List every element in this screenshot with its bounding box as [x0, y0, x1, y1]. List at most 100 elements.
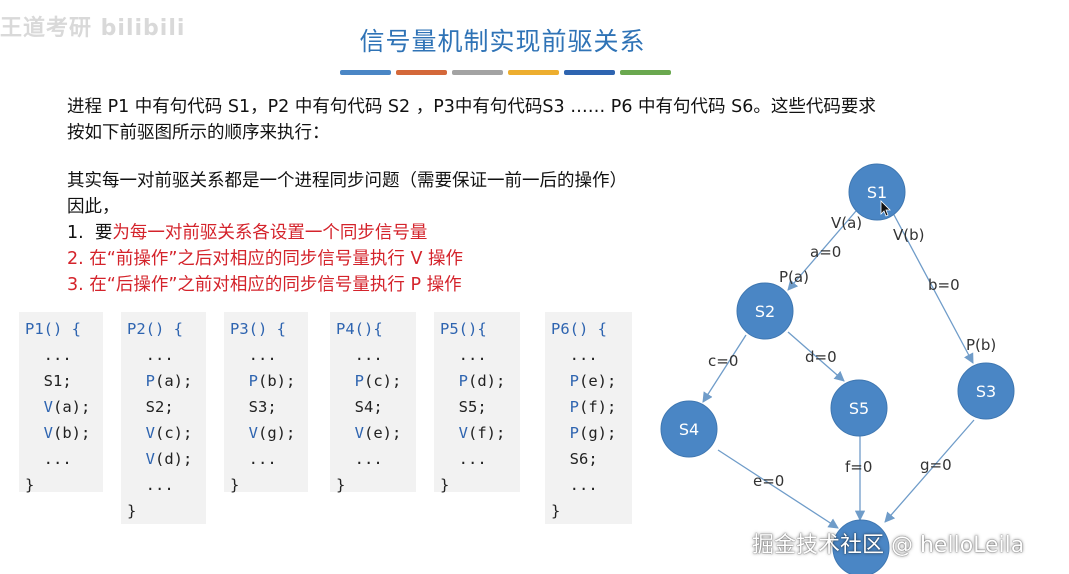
- node-s4-circle: [660, 400, 718, 458]
- code-line: ...: [551, 346, 598, 364]
- edge-s2-s5: [787, 331, 845, 382]
- edge-s1-s2: [787, 210, 857, 291]
- explain-line-2: 因此，: [67, 197, 120, 217]
- code-line: }: [551, 502, 561, 520]
- edge-labels: V(a) V(b) a=0 P(a) b=0 P(b) c=0 d=0 e=0 …: [708, 214, 996, 490]
- code-header: P6() {: [551, 320, 607, 338]
- code-line: V(b);: [43, 424, 91, 442]
- explain-item-3: 3. 在“后操作”之前对相应的同步信号量执行 P 操作: [67, 275, 462, 295]
- mouse-cursor-icon: [880, 200, 891, 217]
- code-line: P(f);: [569, 398, 617, 416]
- intro-paragraph: 进程 P1 中有句代码 S1，P2 中有句代码 S2 ，P3中有句代码S3 ………: [67, 94, 876, 146]
- intro-line-1: 进程 P1 中有句代码 S1，P2 中有句代码 S2 ，P3中有句代码S3 ………: [67, 97, 876, 117]
- code-line: ...: [440, 346, 487, 364]
- label-e0: e=0: [753, 472, 784, 490]
- code-line: ...: [551, 476, 598, 494]
- node-s2-label: S2: [755, 302, 775, 321]
- code-line: P(g);: [569, 424, 617, 442]
- code-line: ...: [127, 346, 174, 364]
- edge-s3-s6: [884, 419, 975, 523]
- code-line: V(a);: [43, 398, 91, 416]
- bilibili-watermark: 王道考研 bilibili: [0, 16, 186, 41]
- explain-paragraph: 其实每一对前驱关系都是一个进程同步问题（需要保证一前一后的操作） 因此， 1. …: [67, 168, 627, 298]
- code-line: P(d);: [458, 372, 506, 390]
- graph-edges: [702, 210, 975, 529]
- code-line: ...: [336, 346, 383, 364]
- item-1-number: 1.: [67, 223, 84, 243]
- label-g0: g=0: [920, 456, 952, 474]
- node-s2-circle: [736, 282, 794, 340]
- code-header: P5(){: [440, 320, 487, 338]
- code-line: V(d);: [145, 450, 193, 468]
- code-block-p1: P1() { ... S1; V(a); V(b); ...}: [19, 312, 103, 494]
- intro-line-2: 按如下前驱图所示的顺序来执行：: [67, 123, 330, 143]
- code-line: }: [440, 476, 450, 494]
- code-line: V(c);: [145, 424, 193, 442]
- explain-item-2: 2. 在“前操作”之后对相应的同步信号量执行 V 操作: [67, 249, 463, 269]
- code-line: ...: [127, 476, 174, 494]
- code-line: V(e);: [354, 424, 402, 442]
- code-block-p5: P5(){ ... P(d); S5; V(f); ...}: [434, 312, 520, 494]
- code-line: }: [230, 476, 240, 494]
- code-line: }: [336, 476, 346, 494]
- slide-title: 信号量机制实现前驱关系: [359, 27, 646, 56]
- code-line: S4;: [336, 398, 383, 416]
- code-line: P(c);: [354, 372, 402, 390]
- node-s3-label: S3: [976, 382, 996, 401]
- code-line: V(f);: [458, 424, 506, 442]
- edge-s2-s4: [702, 334, 747, 403]
- code-line: ...: [440, 450, 487, 468]
- item-1-red: 为每一对前驱关系各设置一个同步信号量: [112, 223, 428, 243]
- edge-s4-s6: [717, 449, 839, 529]
- code-block-p4: P4(){ ... P(c); S4; V(e); ...}: [330, 312, 416, 494]
- node-s6-circle: [832, 519, 890, 574]
- code-line: P(e);: [569, 372, 617, 390]
- color-bar-5: [564, 70, 615, 75]
- code-line: S5;: [440, 398, 487, 416]
- code-line: }: [127, 502, 137, 520]
- label-f0: f=0: [845, 458, 872, 476]
- item-1-black: 要: [94, 223, 113, 243]
- code-line: S1;: [25, 372, 72, 390]
- code-line: S3;: [230, 398, 277, 416]
- code-header: P2() {: [127, 320, 183, 338]
- code-header: P1() {: [25, 320, 81, 338]
- explain-line-1: 其实每一对前驱关系都是一个进程同步问题（需要保证一前一后的操作）: [67, 171, 627, 191]
- label-d0: d=0: [805, 348, 837, 366]
- node-s3-circle: [957, 362, 1015, 420]
- code-line: V(g);: [248, 424, 296, 442]
- node-s4-label: S4: [679, 420, 699, 439]
- explain-item-1: 1. 要为每一对前驱关系各设置一个同步信号量: [67, 220, 627, 246]
- code-line: }: [25, 476, 35, 494]
- color-bar-6: [620, 70, 671, 75]
- label-pa: P(a): [779, 268, 809, 286]
- graph-nodes: S1 S2 S3 S4 S5: [660, 163, 1015, 574]
- code-line: ...: [336, 450, 383, 468]
- color-bar-2: [396, 70, 447, 75]
- code-line: S2;: [127, 398, 174, 416]
- code-block-p6: P6() { ... P(e); P(f); P(g); S6; ...}: [545, 312, 632, 524]
- node-s1-circle: [848, 163, 906, 221]
- node-s5-circle: [830, 379, 888, 437]
- code-line: P(a);: [145, 372, 193, 390]
- juejin-brand-watermark: 掘金技术社区 @ helloLeila: [752, 533, 1025, 558]
- code-line: ...: [230, 450, 277, 468]
- code-block-p3: P3() { ... P(b); S3; V(g); ...}: [224, 312, 308, 494]
- label-a0: a=0: [810, 243, 841, 261]
- code-line: ...: [230, 346, 277, 364]
- label-vb: V(b): [893, 226, 925, 244]
- label-b0: b=0: [928, 276, 960, 294]
- code-line: ...: [25, 346, 72, 364]
- color-bar-3: [452, 70, 503, 75]
- code-header: P4(){: [336, 320, 383, 338]
- code-line: S6;: [551, 450, 598, 468]
- label-pb: P(b): [966, 336, 996, 354]
- label-va: V(a): [831, 214, 862, 232]
- edge-s1-s3: [892, 212, 974, 364]
- code-header: P3() {: [230, 320, 286, 338]
- node-s1-label: S1: [867, 183, 887, 202]
- code-block-p2: P2() { ... P(a); S2; V(c); V(d); ...}: [121, 312, 206, 524]
- code-line: P(b);: [248, 372, 296, 390]
- code-line: ...: [25, 450, 72, 468]
